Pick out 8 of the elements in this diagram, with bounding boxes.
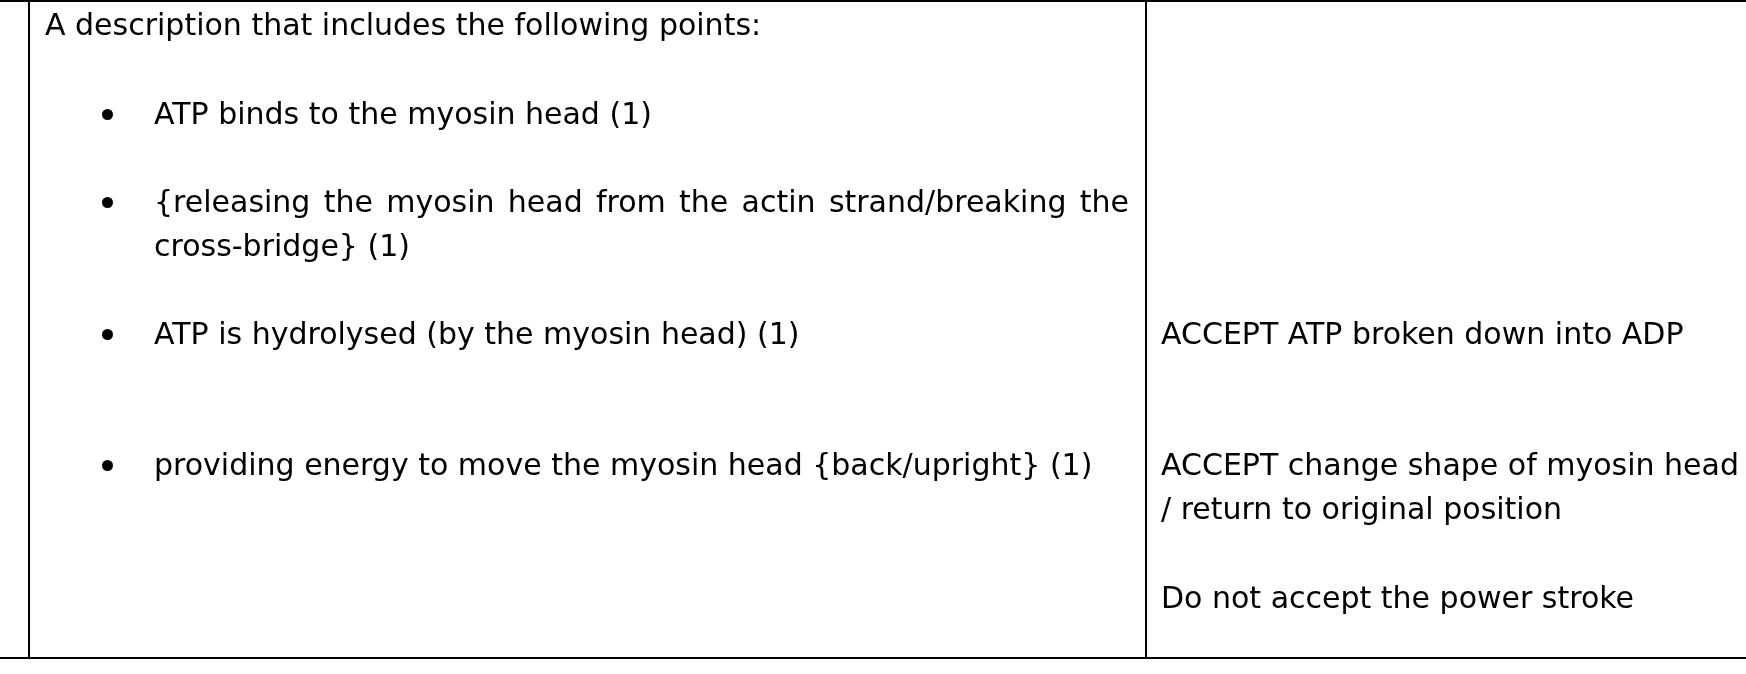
mark-scheme-point: {releasing the myosin head from the actin strand/breaking the cross-bridge} (1) [154,183,1129,265]
examiner-note: ACCEPT ATP broken down into ADP [1161,315,1685,353]
instruction-text: A description that includes the following points: [45,6,763,44]
mark-scheme-point: ATP binds to the myosin head (1) [154,95,653,133]
examiner-note: ACCEPT change shape of myosin head / return to original position [1161,446,1740,528]
mark-scheme-point: providing energy to move the myosin head {back/upright} (1) [154,446,1094,484]
examiner-note: Do not accept the power stroke [1161,579,1636,617]
mark-scheme-point: ATP is hydrolysed (by the myosin head) (1) [154,315,801,353]
